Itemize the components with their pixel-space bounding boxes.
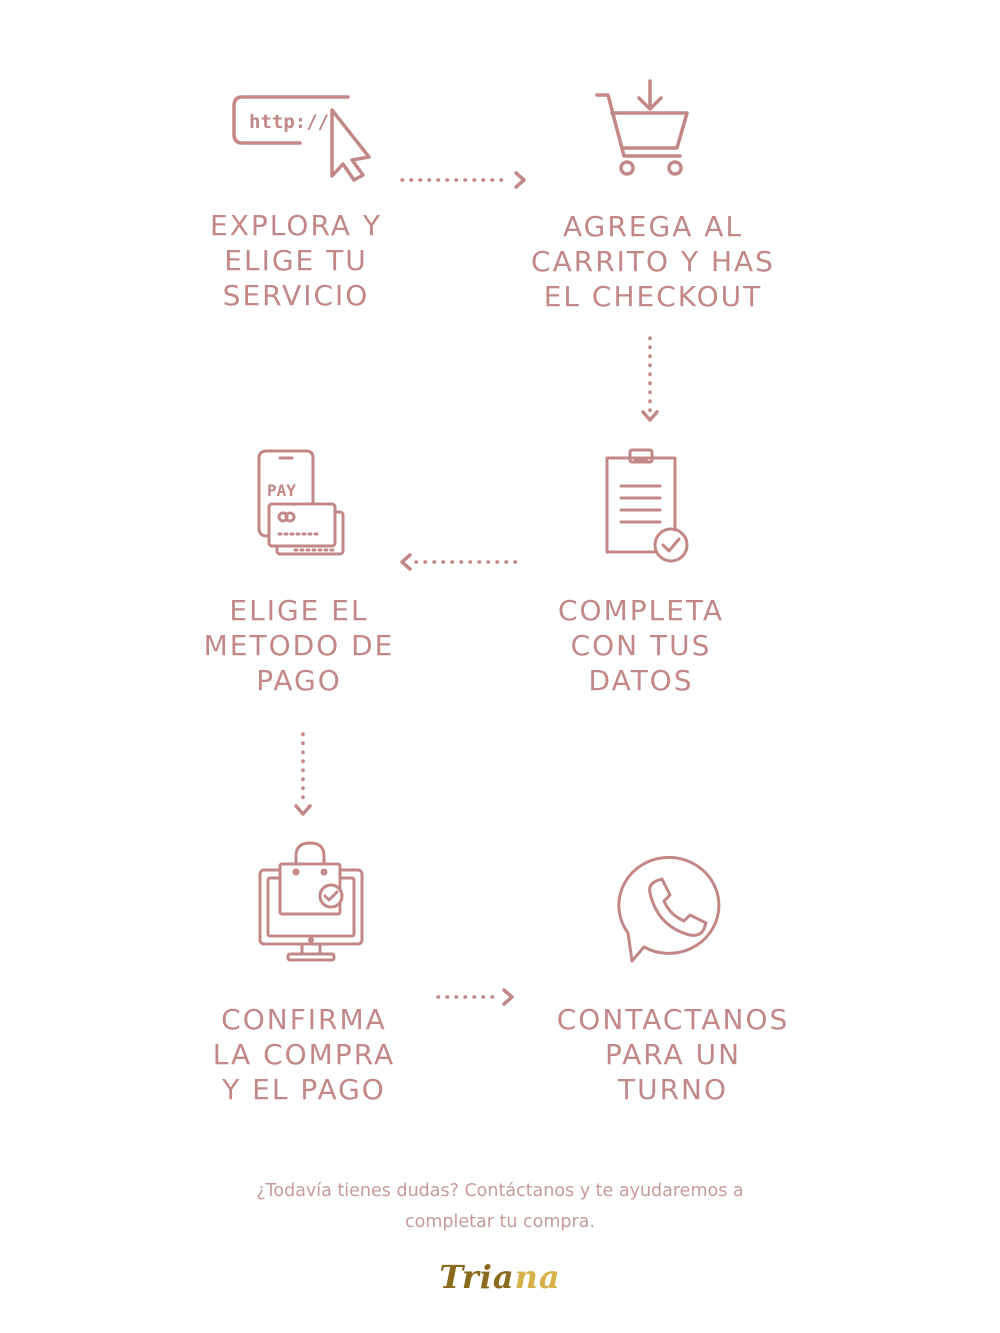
arrow-right-2 <box>434 985 524 1014</box>
arrow-down-1 <box>638 332 662 433</box>
step-label-line: CARRITO Y HAS <box>531 245 775 278</box>
whatsapp-icon <box>614 855 730 965</box>
footer-help-text: ¿Todavía tienes dudas? Contáctanos y te … <box>150 1176 850 1238</box>
step-label-line: EL CHECKOUT <box>543 280 763 313</box>
step-label-line: Y EL PAGO <box>222 1073 386 1106</box>
step-label-line: ELIGE TU <box>224 244 368 277</box>
step-label-line: LA COMPRA <box>212 1038 396 1071</box>
shopping-cart-icon <box>594 78 698 180</box>
step-label-line: PAGO <box>256 664 342 697</box>
step-label-line: CONFIRMA <box>221 1003 387 1036</box>
footer-line: completar tu compra. <box>405 1212 595 1232</box>
footer-line: ¿Todavía tienes dudas? Contáctanos y te … <box>256 1181 744 1201</box>
browser-cursor-icon: http:// <box>226 92 376 182</box>
step-label-line: COMPLETA <box>557 594 724 627</box>
step-label-line: PARA UN <box>604 1038 742 1071</box>
brand-logo: Triana <box>420 1258 580 1296</box>
arrow-right-1 <box>398 168 538 197</box>
step-label-completa: COMPLETA CON TUS DATOS <box>491 593 791 698</box>
mobile-pay-icon: PAY <box>255 448 350 560</box>
step-label-agrega: AGREGA AL CARRITO Y HAS EL CHECKOUT <box>503 209 803 314</box>
step-label-line: EXPLORA Y <box>210 209 382 242</box>
arrow-down-2 <box>291 728 315 829</box>
step-label-line: ELIGE EL <box>229 594 369 627</box>
step-label-line: CONTACTANOS <box>556 1003 790 1036</box>
step-label-confirma: CONFIRMA LA COMPRA Y EL PAGO <box>154 1002 454 1107</box>
monitor-shopping-bag-icon <box>254 838 366 966</box>
step-label-metodo: ELIGE EL METODO DE PAGO <box>149 593 449 698</box>
url-text: http:// <box>249 111 329 133</box>
step-label-line: CON TUS <box>570 629 712 662</box>
pay-text: PAY <box>267 481 296 500</box>
step-label-line: DATOS <box>588 664 694 697</box>
logo-part: Tria <box>439 1258 515 1296</box>
step-label-line: AGREGA AL <box>562 210 743 243</box>
step-label-line: METODO DE <box>203 629 395 662</box>
step-label-explora: EXPLORA Y ELIGE TU SERVICIO <box>146 208 446 313</box>
step-label-contacto: CONTACTANOS PARA UN TURNO <box>523 1002 823 1107</box>
clipboard-check-icon <box>600 446 695 566</box>
step-label-line: SERVICIO <box>222 279 370 312</box>
step-label-line: TURNO <box>617 1073 729 1106</box>
arrow-left-1 <box>396 550 528 579</box>
logo-part: na <box>514 1258 561 1296</box>
